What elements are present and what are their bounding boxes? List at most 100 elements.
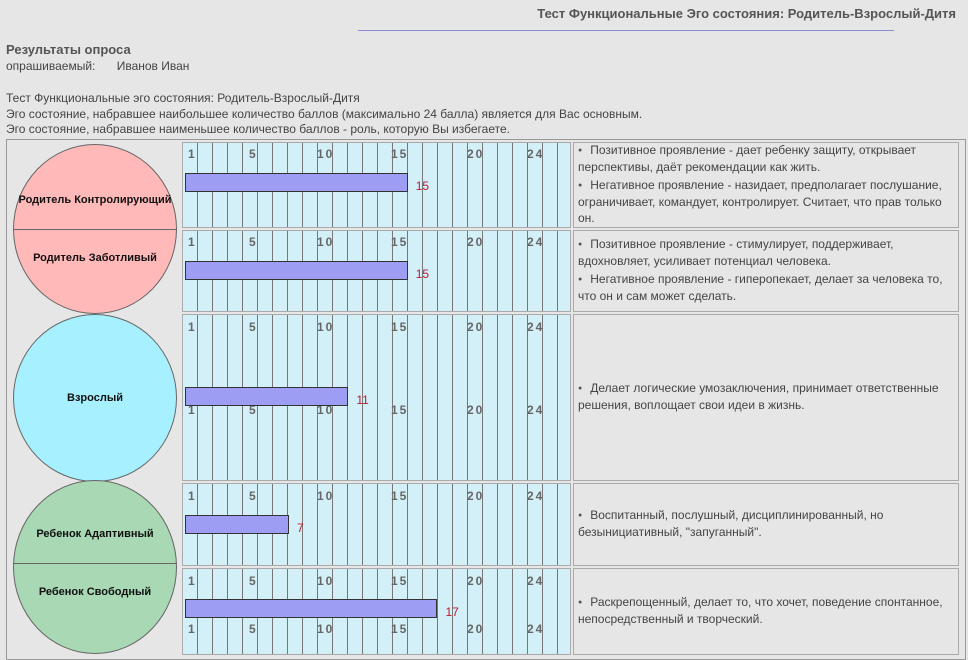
tick-label: 24 — [527, 622, 545, 636]
tick-label: 24 — [527, 574, 545, 588]
parent-divider — [13, 229, 177, 230]
state-label-parent-caring: Родитель Заботливый — [33, 252, 157, 264]
description-text: Позитивное проявление - дает ребенку защ… — [578, 143, 917, 174]
tick-label: 20 — [467, 235, 485, 249]
tick-label: 15 — [391, 622, 409, 636]
descriptions-column: ● Позитивное проявление - дает ребенку за… — [573, 142, 959, 655]
description-cell: ●Позитивное проявление - стимулирует, по… — [573, 230, 959, 312]
bullet-icon: ● — [578, 511, 583, 519]
results-table: Родитель Контролирующий Родитель Заботли… — [6, 139, 966, 660]
tick-label: 1 — [188, 403, 197, 417]
description-item: ●Воспитанный, послушный, дисциплинирован… — [578, 507, 954, 540]
tick-label: 24 — [527, 489, 545, 503]
bullet-icon: ● — [578, 598, 583, 606]
page-title: Тест Функциональные Эго состояния: Родит… — [537, 6, 956, 21]
tick-label: 24 — [527, 235, 545, 249]
tick-label: 1 — [188, 574, 197, 588]
tick-label: 5 — [249, 489, 258, 503]
tick-label: 20 — [467, 320, 485, 334]
description-item: ●Позитивное проявление - стимулирует, по… — [578, 236, 954, 269]
tick-label: 20 — [467, 574, 485, 588]
tick-label: 10 — [317, 622, 335, 636]
tick-label: 24 — [527, 403, 545, 417]
score-value: 7 — [296, 521, 304, 535]
title-divider — [358, 30, 894, 31]
tick-label: 10 — [317, 574, 335, 588]
tick-label: 1 — [188, 235, 197, 249]
tick-label: 5 — [249, 320, 258, 334]
description-item: ●Негативное проявление - назидает, предп… — [578, 177, 954, 226]
state-label-adult: Взрослый — [67, 392, 123, 404]
respondent-label: опрашиваемый: — [6, 59, 96, 73]
description-item: ●Негативное проявление - гиперопекает, д… — [578, 271, 954, 304]
tick-label: 1 — [188, 320, 197, 334]
tick-label: 15 — [391, 574, 409, 588]
tick-label: 10 — [317, 489, 335, 503]
tick-label: 5 — [249, 574, 258, 588]
tick-label: 1 — [188, 489, 197, 503]
tick-label: 24 — [527, 320, 545, 334]
tick-label: 15 — [391, 320, 409, 334]
score-bar — [185, 173, 408, 192]
score-bar — [185, 261, 408, 280]
tick-label: 24 — [527, 147, 545, 161]
tick-label: 10 — [317, 235, 335, 249]
description-text: Позитивное проявление - стимулирует, под… — [578, 237, 894, 268]
tick-label: 5 — [249, 403, 258, 417]
intro-line-3: Эго состояние, набравшее наименьшее коли… — [6, 122, 510, 136]
bullet-icon: ● — [578, 241, 583, 248]
description-item: ●Делает логические умозаключения, приним… — [578, 380, 954, 413]
tick-label: 20 — [467, 147, 485, 161]
intro-text: Тест Функциональные эго состояния: Родит… — [6, 91, 642, 138]
description-text: Раскрепощенный, делает то, что хочет, по… — [578, 595, 943, 626]
score-bar — [185, 515, 289, 534]
adult-circle — [13, 314, 177, 482]
score-value: 17 — [445, 605, 459, 619]
intro-line-2: Эго состояние, набравшее наибольшее коли… — [6, 106, 643, 121]
tick-label: 10 — [317, 320, 335, 334]
bullet-icon: ● — [578, 384, 583, 392]
tick-label: 5 — [249, 235, 258, 249]
tick-label: 1 — [188, 622, 197, 636]
child-circle — [13, 480, 177, 654]
tick-label: 5 — [249, 147, 258, 161]
score-bar — [185, 599, 438, 618]
tick-label: 15 — [391, 235, 409, 249]
state-label-child-free: Ребенок Свободный — [38, 586, 152, 598]
tick-label: 20 — [467, 403, 485, 417]
score-value: 15 — [415, 267, 430, 281]
description-cell: ● Позитивное проявление - дает ребенку за… — [573, 142, 959, 228]
bullet-icon: ● — [578, 275, 583, 283]
tick-label: 10 — [317, 403, 335, 417]
description-text: Негативное проявление - назидает, предпо… — [578, 178, 942, 225]
tick-label: 15 — [391, 489, 409, 503]
tick-label: 15 — [391, 147, 409, 161]
intro-line-1: Тест Функциональные эго состояния: Родит… — [6, 91, 360, 105]
description-cell: ●Делает логические умозаключения, приним… — [573, 314, 959, 481]
score-bar — [185, 387, 349, 406]
child-divider — [13, 563, 177, 564]
respondent-name: Иванов Иван — [116, 59, 190, 73]
score-value: 15 — [415, 179, 430, 193]
tick-label: 20 — [467, 489, 485, 503]
tick-label: 5 — [249, 622, 258, 636]
tick-label: 1 — [188, 147, 197, 161]
bullet-icon: ● — [578, 181, 583, 189]
tick-label: 10 — [317, 147, 335, 161]
description-item: ●Раскрепощенный, делает то, что хочет, п… — [578, 594, 954, 627]
tick-label: 20 — [467, 622, 485, 636]
results-heading: Результаты опроса — [6, 42, 131, 57]
description-text: Негативное проявление - гиперопекает, де… — [578, 272, 943, 303]
description-cell: ●Воспитанный, послушный, дисциплинирован… — [573, 483, 959, 566]
